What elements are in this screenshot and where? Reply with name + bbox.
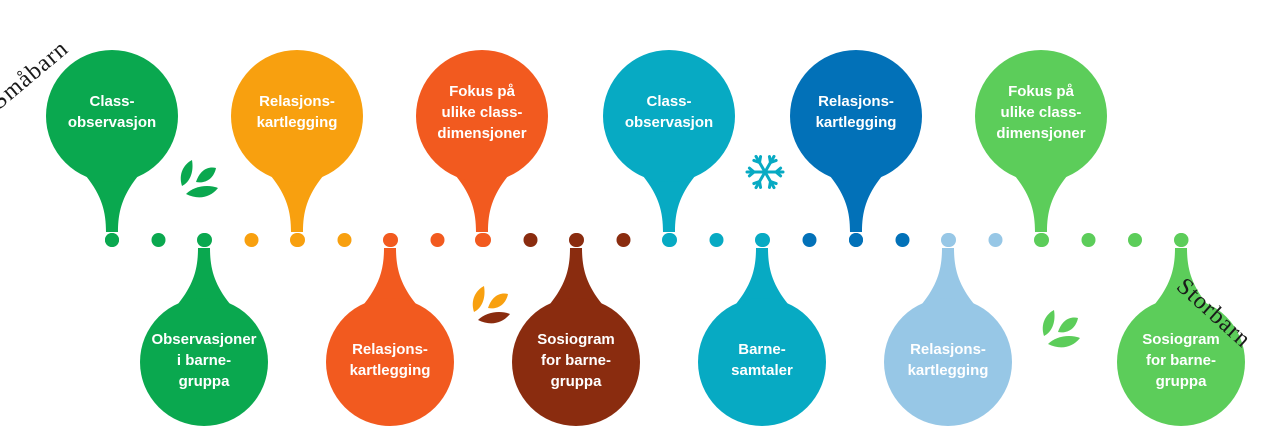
bubble-bottom-1	[140, 233, 268, 426]
bubble-top-2	[231, 50, 363, 247]
bubble-bottom-label: Observasjoner i barne- gruppa	[151, 330, 257, 390]
timeline-dot	[244, 233, 259, 247]
bubble-bottom-label: Relasjons- kartlegging	[907, 341, 989, 379]
snowflake-icon	[745, 154, 785, 190]
bubble-top-label: Relasjons- kartlegging	[256, 93, 338, 131]
bubble-top-4	[603, 50, 735, 247]
timeline-dot	[523, 233, 538, 247]
bubble-top-5	[790, 50, 922, 247]
bubble-bottom-3	[512, 233, 640, 426]
timeline-dots	[105, 233, 1189, 247]
bubble-top-1	[46, 50, 178, 247]
timeline-dot	[616, 233, 631, 247]
leaves-icon	[180, 160, 218, 198]
bubble-bottom-label: Relasjons- kartlegging	[349, 341, 431, 379]
bubble-bottom-2	[326, 233, 454, 426]
bubble-bottom-5	[884, 233, 1012, 426]
decorations	[180, 154, 1080, 348]
bubble-top-3	[416, 50, 548, 247]
bubble-bottom-label: Sosiogram for barne- gruppa	[1142, 330, 1220, 390]
timeline-dot	[802, 233, 817, 247]
bubble-bottom-6	[1117, 233, 1245, 426]
bubble-top-label: Fokus på ulike class- dimensjoner	[437, 82, 527, 142]
leaves-icon	[472, 286, 510, 324]
timeline-dot	[337, 233, 352, 247]
timeline-dot	[430, 233, 445, 247]
bubble-top-6	[975, 50, 1107, 247]
timeline-dot	[709, 233, 724, 247]
leaves-icon	[1042, 310, 1080, 348]
bubble-top-label: Fokus på ulike class- dimensjoner	[996, 82, 1086, 142]
timeline-dot	[895, 233, 910, 247]
bubble-top-label: Class- observasjon	[624, 93, 714, 131]
timeline-dot	[151, 233, 166, 247]
bubble-bottom-label: Sosiogram for barne- gruppa	[537, 330, 615, 390]
timeline-dot	[1128, 233, 1142, 247]
bubble-top-label: Relasjons- kartlegging	[815, 93, 897, 131]
bubble-bottom-4	[698, 233, 826, 426]
bubbles	[46, 50, 1245, 426]
bubble-top-label: Class- observasjon	[67, 93, 157, 131]
timeline-dot	[988, 233, 1003, 247]
timeline-dot	[1081, 233, 1096, 247]
bubble-bottom-label: Barne- samtaler	[731, 341, 793, 379]
